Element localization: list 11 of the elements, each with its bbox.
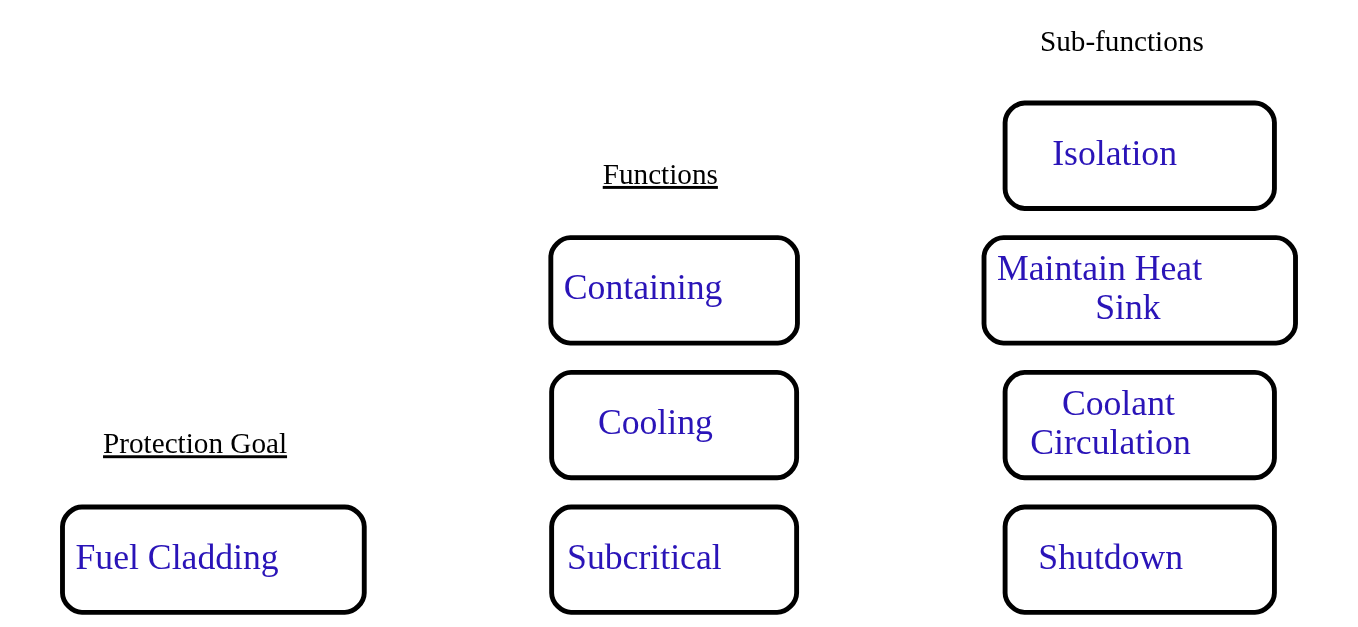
node-box: Containing (548, 235, 800, 346)
label: Functions (602, 157, 718, 190)
node-box: Shutdown (1002, 504, 1277, 615)
node-box: Subcritical (549, 504, 800, 615)
label: Sub-functions (1039, 24, 1204, 57)
node-box: Isolation (1002, 100, 1277, 211)
node-box: Fuel Cladding (60, 504, 367, 615)
node-box: Coolant Circulation (1002, 369, 1277, 481)
node-box: Cooling (549, 369, 800, 481)
label: Protection Goal (103, 427, 288, 460)
node-box: Maintain Heat Sink (981, 235, 1298, 346)
